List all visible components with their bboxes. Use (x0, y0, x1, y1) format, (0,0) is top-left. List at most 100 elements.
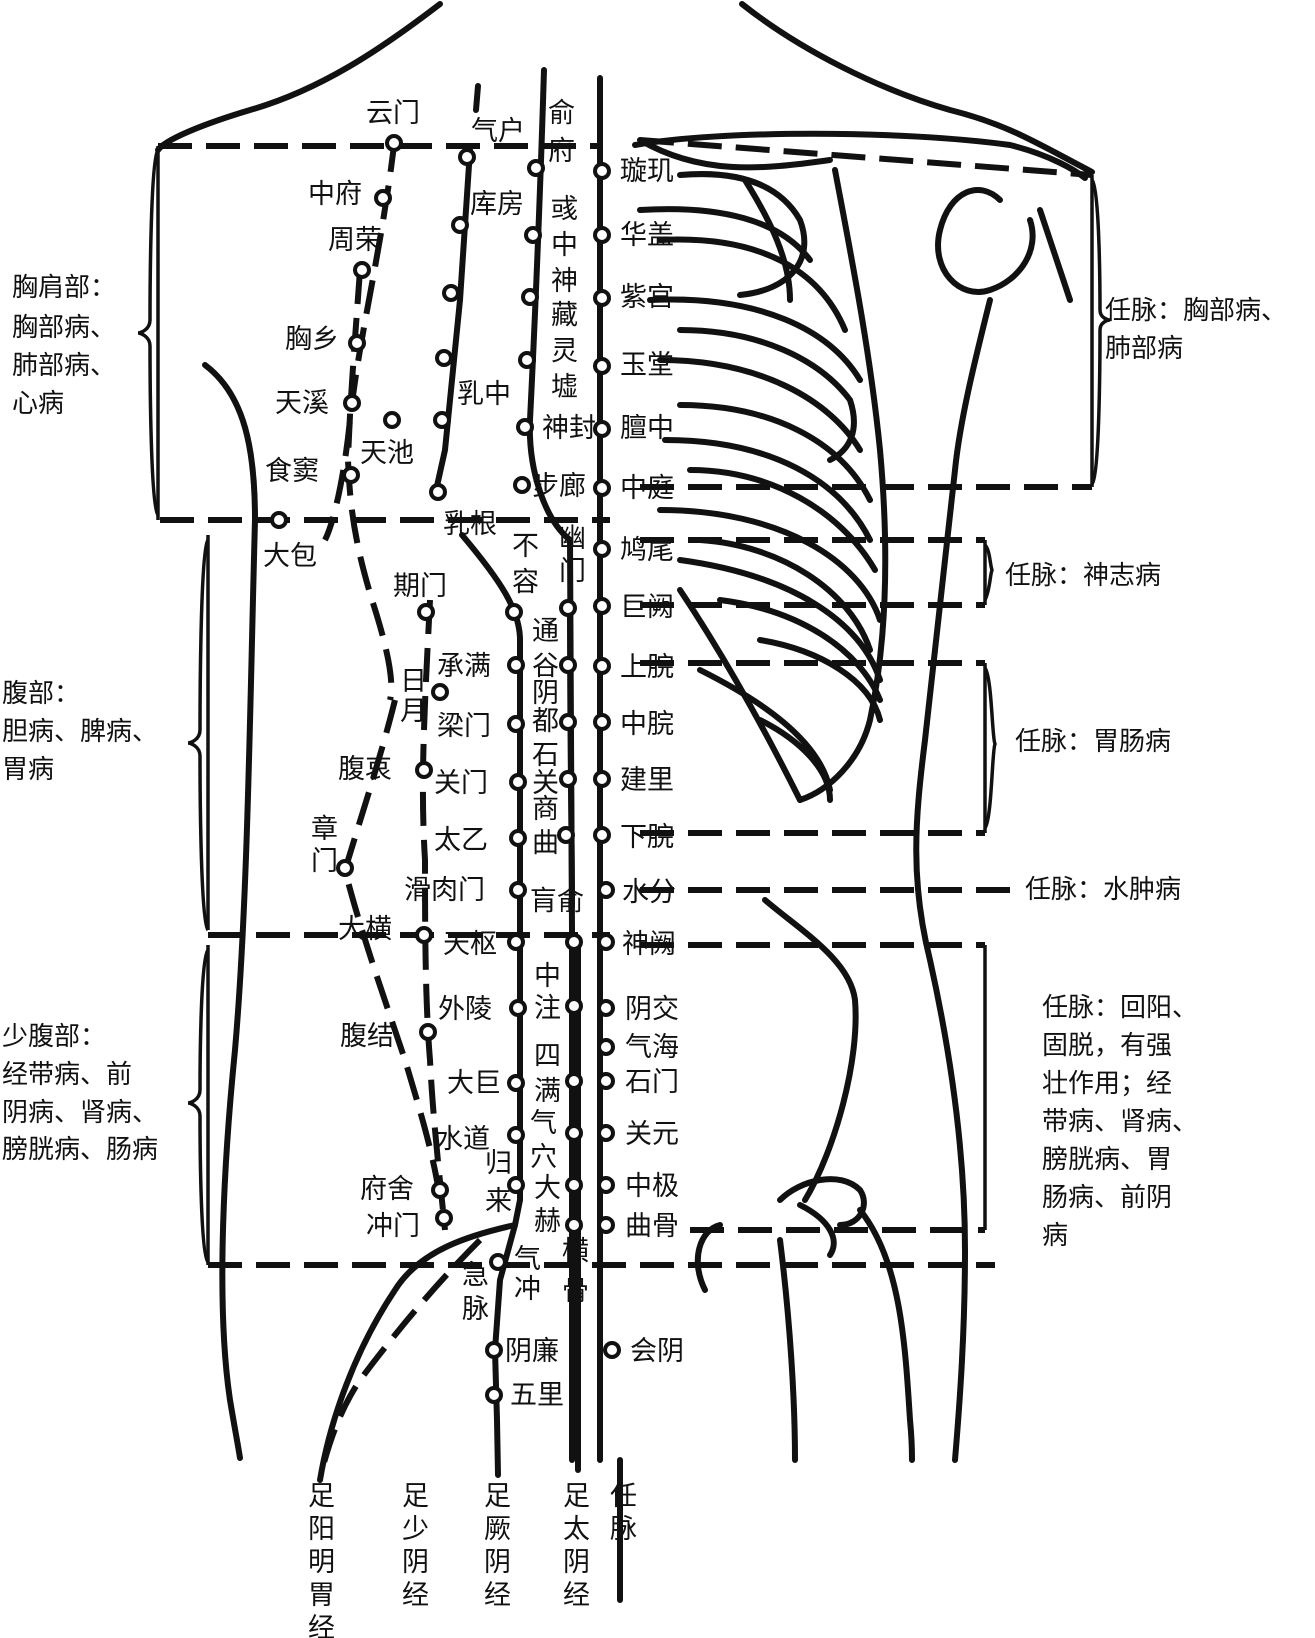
right-group-4-line-1: 固脱，有强 (1042, 1031, 1172, 1061)
meridian-captions: 足阳明胃经 足少阴经 足厥阴经 足太阴经 任脉 (308, 1481, 637, 1638)
label-guilai-1: 归 (485, 1148, 512, 1179)
label-shuidao: 水道 (436, 1124, 490, 1155)
label-qihu: 气户 (471, 116, 525, 147)
label-burong-2: 容 (512, 567, 539, 598)
label-huaroumen: 滑肉门 (404, 875, 485, 906)
label-tonggu-1: 通 (532, 616, 559, 647)
label-qixue-2: 穴 (530, 1142, 557, 1173)
left-group-0-line-2: 心病 (12, 389, 64, 419)
label-zhongji: 中极 (625, 1171, 679, 1202)
label-qichong-1: 气 (514, 1244, 541, 1275)
label-danzhong: 膻中 (620, 413, 674, 444)
meridian-caption-char: 经 (484, 1580, 511, 1611)
left-group-captions: 胸肩部： 胸部病、 肺部病、 心病 腹部： 胆病、脾病、 胃病 少腹部： 经带病… (2, 273, 158, 1165)
meridian-liver-caption: 足厥阴经 (484, 1481, 511, 1611)
label-dahe-2: 赫 (534, 1206, 561, 1237)
label-shenque: 神阙 (622, 929, 676, 960)
label-qimen: 期门 (393, 571, 447, 602)
label-zhangmen-2: 门 (311, 846, 338, 877)
label-youmen-2: 门 (559, 556, 586, 587)
label-wuli: 五里 (510, 1380, 564, 1411)
region-braces (137, 148, 1111, 1264)
label-guanyuan: 关元 (625, 1119, 679, 1150)
label-xiawan: 下脘 (620, 822, 674, 853)
right-group-0-line-0: 任脉：胸部病、 (1105, 296, 1287, 326)
label-jianli: 建里 (620, 765, 674, 796)
label-qihai: 气海 (625, 1032, 679, 1063)
label-yinjiao: 阴交 (625, 994, 679, 1025)
label-qichong-2: 冲 (514, 1274, 541, 1305)
label-yutang: 玉堂 (620, 350, 674, 381)
label-chongmen: 冲门 (366, 1211, 420, 1242)
label-henggu-2: 骨 (562, 1276, 589, 1307)
label-zhongfu: 中府 (308, 179, 362, 210)
pelvis-bone (694, 1176, 867, 1293)
region-brackets (156, 137, 1094, 1268)
rib-cage (632, 130, 1088, 803)
left-group-0-title: 胸肩部： (12, 273, 116, 303)
meridian-caption-char: 明 (308, 1547, 335, 1578)
label-xiongxiang: 胸乡 (285, 324, 339, 355)
right-group-4-line-4: 膀胱病、胃 (1042, 1145, 1172, 1175)
label-huangshu: 肓俞 (530, 886, 584, 917)
label-yuzhong-2: 中 (551, 230, 578, 261)
meridian-caption-char: 足 (402, 1481, 429, 1512)
label-zigong: 紫宫 (620, 282, 674, 313)
body-outline (155, 1, 1095, 1463)
meridian-caption-char: 经 (402, 1580, 429, 1611)
left-group-2-line-2: 膀胱病、肠病 (2, 1135, 158, 1165)
label-zhongzhu-1: 中 (534, 961, 561, 992)
label-shufu-1: 俞 (548, 98, 575, 129)
meridian-ren-caption: 任脉 (610, 1481, 637, 1545)
label-chengman: 承满 (437, 651, 491, 682)
label-yuzhong-1: 彧 (551, 194, 578, 225)
label-shiguan-2: 关 (532, 768, 559, 799)
meridian-caption-char: 少 (402, 1514, 429, 1545)
label-siman-1: 四 (534, 1041, 561, 1072)
label-shangwan: 上脘 (620, 652, 674, 683)
label-zhongwan: 中脘 (620, 709, 674, 740)
label-fujie: 腹结 (340, 1021, 394, 1052)
label-jimai-2: 脉 (462, 1294, 489, 1325)
left-group-2-line-0: 经带病、前 (2, 1060, 132, 1090)
point-labels: 云门 气户 俞 府 璇玑 中府 库房 彧 中 华盖 周荣 神 藏 紫宫 胸乡 灵… (263, 98, 684, 1411)
right-group-captions: 任脉：胸部病、 肺部病 任脉：神志病 任脉：胃肠病 任脉：水肿病 任脉：回阳、 … (1005, 296, 1287, 1251)
meridian-caption-char: 足 (308, 1481, 335, 1512)
label-guilai-2: 来 (485, 1186, 512, 1217)
label-siman-2: 满 (534, 1076, 561, 1107)
right-group-3-line-0: 任脉：水肿病 (1025, 875, 1181, 905)
meridian-caption-char: 阳 (308, 1514, 335, 1545)
label-youmen-1: 幽 (559, 523, 586, 554)
meridian-caption-char: 太 (563, 1514, 590, 1545)
acupoint-markers (270, 134, 621, 1404)
label-kufang: 库房 (470, 189, 524, 220)
label-huiyin: 会阴 (630, 1336, 684, 1367)
label-shidou: 食窦 (265, 456, 319, 487)
label-zhangmen-1: 章 (311, 814, 338, 845)
label-rugen: 乳根 (443, 509, 497, 540)
label-shangqu-1: 商 (532, 794, 559, 825)
label-qixue-1: 气 (530, 1108, 557, 1139)
meridian-spleen-caption: 足太阴经 (563, 1481, 590, 1611)
label-fushe: 府舍 (360, 1174, 414, 1205)
label-tonggu-2: 谷 (532, 651, 559, 682)
left-group-0-line-1: 肺部病、 (12, 351, 116, 381)
label-xuanji: 璇玑 (620, 156, 674, 187)
left-group-0-line-0: 胸部病、 (12, 313, 116, 343)
label-henggu-1: 横 (562, 1236, 589, 1267)
right-group-4-line-0: 任脉：回阳、 (1042, 993, 1198, 1023)
label-zhongzhu-2: 注 (534, 993, 561, 1024)
right-group-4-line-2: 壮作用；经 (1042, 1069, 1172, 1099)
label-riyue-2: 月 (400, 696, 427, 727)
label-qugu: 曲骨 (625, 1211, 679, 1242)
label-shiguan-1: 石 (532, 740, 559, 771)
meridian-caption-char: 厥 (484, 1514, 511, 1545)
label-bulang: 步廊 (532, 471, 586, 502)
label-shimen: 石门 (625, 1067, 679, 1098)
label-zhourong: 周荣 (328, 225, 382, 256)
left-group-2-title: 少腹部： (2, 1022, 106, 1052)
label-daju: 大巨 (447, 1068, 501, 1099)
label-ruzhong: 乳中 (457, 379, 511, 410)
meridian-caption-char: 阴 (563, 1547, 590, 1578)
